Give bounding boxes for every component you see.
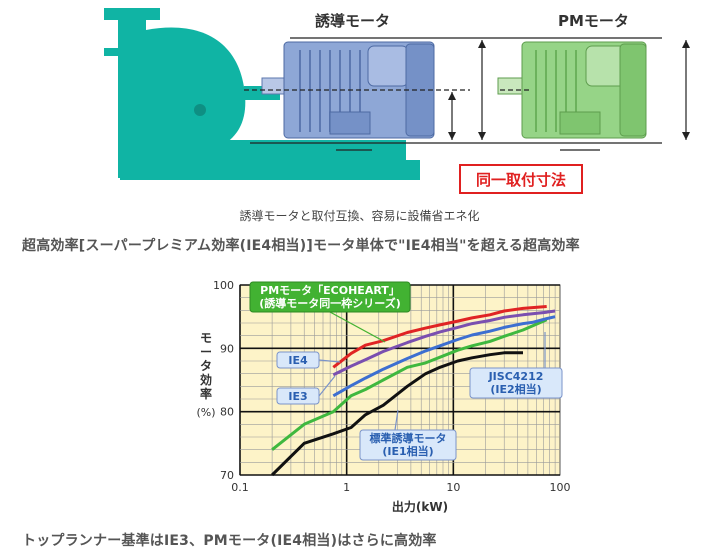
annotation-text: (IE2相当) (490, 382, 541, 396)
illustration-caption: 誘導モータと取付互換、容易に設備省エネ化 (239, 209, 480, 223)
annotation-box (276, 351, 320, 369)
y-axis-label-part: 率 (200, 386, 212, 401)
same-dimension-box (459, 164, 583, 194)
annotation-ie2: JISC4212(IE2相当) (469, 332, 563, 399)
pm-motor-label: PMモータ (558, 12, 629, 30)
annotation-box (359, 429, 457, 461)
series-line-0 (271, 351, 523, 477)
same-dimension-label: 同一取付寸法 (476, 171, 566, 189)
induction-motor-label: 誘導モータ (315, 12, 390, 30)
annotation-box (469, 367, 563, 399)
annotation-text: 標準誘導モータ (370, 431, 447, 445)
annotation-ie4: IE4 (276, 351, 341, 369)
annotation-leader (318, 375, 336, 397)
heading-bottom: トップランナー基準はIE3、PMモータ(IE4相当)はさらに高効率 (22, 533, 437, 549)
x-tick-label: 100 (550, 481, 571, 494)
y-tick-label: 80 (220, 406, 234, 419)
y-tick-label: 90 (220, 342, 234, 355)
annotation-text: JISC4212 (488, 370, 544, 383)
x-axis-label: 出力(kW) (392, 499, 448, 514)
y-axis-label-part: 効 (200, 372, 212, 387)
annotation-text: (誘導モータ同一枠シリーズ) (259, 296, 401, 310)
annotation-text: IE4 (288, 354, 308, 367)
annotation-ie3: IE3 (276, 375, 336, 405)
annotation-text: PMモータ「ECOHEART」 (260, 283, 400, 297)
x-tick-label: 1 (343, 481, 350, 494)
y-axis-label-part: モ (200, 331, 212, 345)
annotation-box (249, 281, 411, 313)
annotation-text: IE3 (288, 390, 307, 403)
annotation-leader (318, 359, 341, 363)
x-tick-label: 0.1 (231, 481, 249, 494)
pump-illustration (104, 8, 420, 180)
y-axis-label-part: タ (200, 359, 212, 373)
annotation-text: (IE1相当) (382, 444, 433, 458)
y-axis-label-part: (%) (196, 406, 215, 419)
y-tick-label: 100 (213, 279, 234, 292)
annotation-ie1: 標準誘導モータ(IE1相当) (359, 409, 457, 461)
y-axis-label-part: ー (200, 345, 212, 359)
series-line-4 (332, 305, 547, 369)
annotation-leader (329, 311, 386, 343)
series-line-1 (271, 318, 548, 451)
y-tick-label: 70 (220, 469, 234, 482)
x-tick-label: 10 (446, 481, 460, 494)
series-line-2 (332, 315, 556, 398)
series-line-3 (332, 309, 556, 377)
annotation-box (276, 387, 320, 405)
annotation-pm-motor: PMモータ「ECOHEART」(誘導モータ同一枠シリーズ) (249, 281, 411, 343)
motor-comparison-illustration: 誘導モータ PMモータ 同一取付寸法 (104, 8, 690, 194)
heading-top: 超高効率[スーパープレミアム効率(IE4相当)]モータ単体で"IE4相当"を超え… (22, 238, 580, 254)
annotation-leader (394, 409, 399, 431)
